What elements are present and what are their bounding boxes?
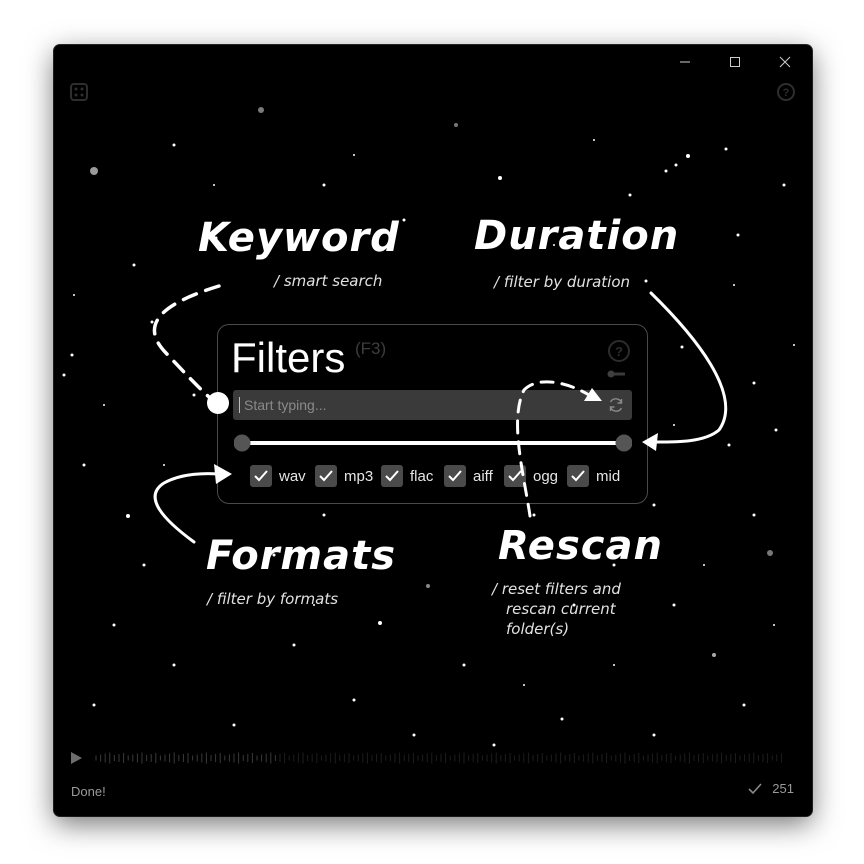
close-icon xyxy=(779,56,791,68)
filters-shortcut: (F3) xyxy=(355,339,387,358)
format-label: wav xyxy=(279,467,306,485)
app-window: ? Filters (F3) ? xyxy=(54,45,812,816)
play-icon[interactable] xyxy=(71,752,82,764)
format-aiff[interactable]: aiff xyxy=(444,464,493,488)
maximize-button[interactable] xyxy=(712,47,758,77)
filters-help-icon[interactable]: ? xyxy=(608,340,630,362)
svg-text:?: ? xyxy=(783,87,790,99)
search-input[interactable] xyxy=(233,390,604,420)
format-mp3[interactable]: mp3 xyxy=(315,464,373,488)
minimize-icon xyxy=(680,61,690,63)
check-icon xyxy=(448,470,462,482)
check-icon xyxy=(748,782,762,794)
checkbox[interactable] xyxy=(567,465,589,487)
format-label: mid xyxy=(596,467,621,485)
format-mid[interactable]: mid xyxy=(567,464,620,488)
duration-annotation-title: Duration xyxy=(474,213,680,259)
format-label: ogg xyxy=(533,467,559,485)
format-label: mp3 xyxy=(344,467,374,485)
filters-title: Filters xyxy=(231,334,346,381)
rescan-annotation-subtitle-1: / reset filters and xyxy=(492,580,621,598)
format-flac[interactable]: flac xyxy=(381,464,433,488)
result-count-value: 251 xyxy=(772,781,794,796)
result-count: 251 xyxy=(748,781,794,796)
format-ogg[interactable]: ogg xyxy=(504,464,558,488)
close-button[interactable] xyxy=(762,47,808,77)
rescan-annotation-subtitle-2: rescan current xyxy=(506,600,616,618)
check-icon xyxy=(508,470,522,482)
keyword-annotation-subtitle: / smart search xyxy=(274,272,383,290)
duration-max-handle[interactable] xyxy=(615,434,633,452)
playback-bar[interactable] xyxy=(70,751,796,765)
starfield-background xyxy=(62,107,795,747)
format-label: aiff xyxy=(473,467,493,485)
format-wav[interactable]: wav xyxy=(250,464,306,488)
check-icon xyxy=(385,470,399,482)
collapse-toggle-icon[interactable] xyxy=(607,370,625,378)
maximize-icon xyxy=(730,57,740,67)
filters-panel: Filters (F3) ? wav xyxy=(217,324,648,504)
check-icon xyxy=(571,470,585,482)
keyword-search-field[interactable] xyxy=(233,390,632,420)
dice-icon[interactable] xyxy=(70,83,88,105)
formats-annotation-subtitle: / filter by formats xyxy=(207,590,339,608)
checkbox[interactable] xyxy=(504,465,526,487)
check-icon xyxy=(254,470,268,482)
rescan-icon[interactable] xyxy=(606,395,626,415)
keyword-annotation-title: Keyword xyxy=(198,215,400,261)
checkbox[interactable] xyxy=(315,465,337,487)
help-icon[interactable]: ? xyxy=(777,83,795,105)
rescan-annotation-title: Rescan xyxy=(498,523,663,569)
checkbox[interactable] xyxy=(444,465,466,487)
checkbox[interactable] xyxy=(250,465,272,487)
duration-slider[interactable] xyxy=(234,433,632,453)
minimize-button[interactable] xyxy=(662,47,708,77)
checkbox[interactable] xyxy=(381,465,403,487)
rescan-annotation-subtitle-3: folder(s) xyxy=(506,620,570,638)
format-label: flac xyxy=(410,467,434,485)
status-text: Done! xyxy=(71,784,106,799)
formats-annotation-title: Formats xyxy=(206,533,397,579)
duration-min-handle[interactable] xyxy=(234,434,251,452)
check-icon xyxy=(319,470,333,482)
duration-annotation-subtitle: / filter by duration xyxy=(494,273,631,291)
